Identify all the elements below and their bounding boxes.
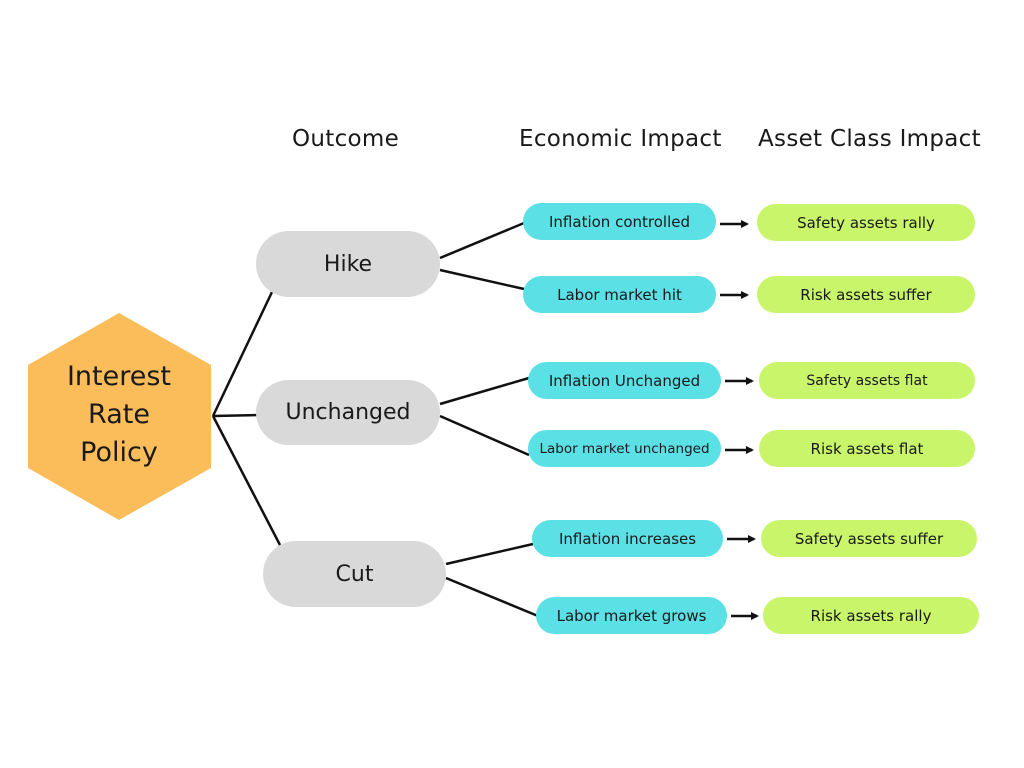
connector-root-cut xyxy=(211,415,282,546)
outcome-hike: Hike xyxy=(256,231,440,297)
asset-risk-assets-suffer: Risk assets suffer xyxy=(757,276,975,313)
root-label-line-1: Interest xyxy=(66,361,172,392)
connector-cut-econ-6 xyxy=(445,576,539,618)
connector-hike-econ-2 xyxy=(439,268,525,291)
connector-hike-econ-1 xyxy=(439,221,525,260)
economic-labor-market-unchanged: Labor market unchanged xyxy=(528,430,721,467)
asset-risk-assets-rally: Risk assets rally xyxy=(763,597,979,634)
economic-inflation-increases: Inflation increases xyxy=(532,520,723,557)
asset-safety-assets-flat: Safety assets flat xyxy=(759,362,975,399)
root-label-line-2: Rate xyxy=(88,399,150,430)
connector-root-unchanged xyxy=(212,413,259,418)
header-asset-class-impact: Asset Class Impact xyxy=(758,126,981,152)
asset-safety-assets-suffer: Safety assets suffer xyxy=(761,520,977,557)
economic-inflation-controlled: Inflation controlled xyxy=(523,203,716,240)
connector-root-hike xyxy=(211,291,274,417)
asset-safety-assets-rally: Safety assets rally xyxy=(757,204,975,241)
asset-risk-assets-flat: Risk assets flat xyxy=(759,430,975,467)
header-economic-impact: Economic Impact xyxy=(519,126,722,152)
connector-cut-econ-5 xyxy=(445,542,534,566)
outcome-cut: Cut xyxy=(263,541,446,607)
connector-unchanged-econ-4 xyxy=(439,414,530,457)
economic-inflation-unchanged: Inflation Unchanged xyxy=(528,362,721,399)
outcome-unchanged: Unchanged xyxy=(256,380,440,445)
header-outcome: Outcome xyxy=(292,126,400,152)
connector-unchanged-econ-3 xyxy=(439,376,530,406)
root-hexagon xyxy=(28,313,211,520)
economic-labor-market-grows: Labor market grows xyxy=(536,597,727,634)
economic-labor-market-hit: Labor market hit xyxy=(523,276,716,313)
root-label: Interest Rate Policy xyxy=(28,358,210,472)
root-label-line-3: Policy xyxy=(80,437,158,468)
